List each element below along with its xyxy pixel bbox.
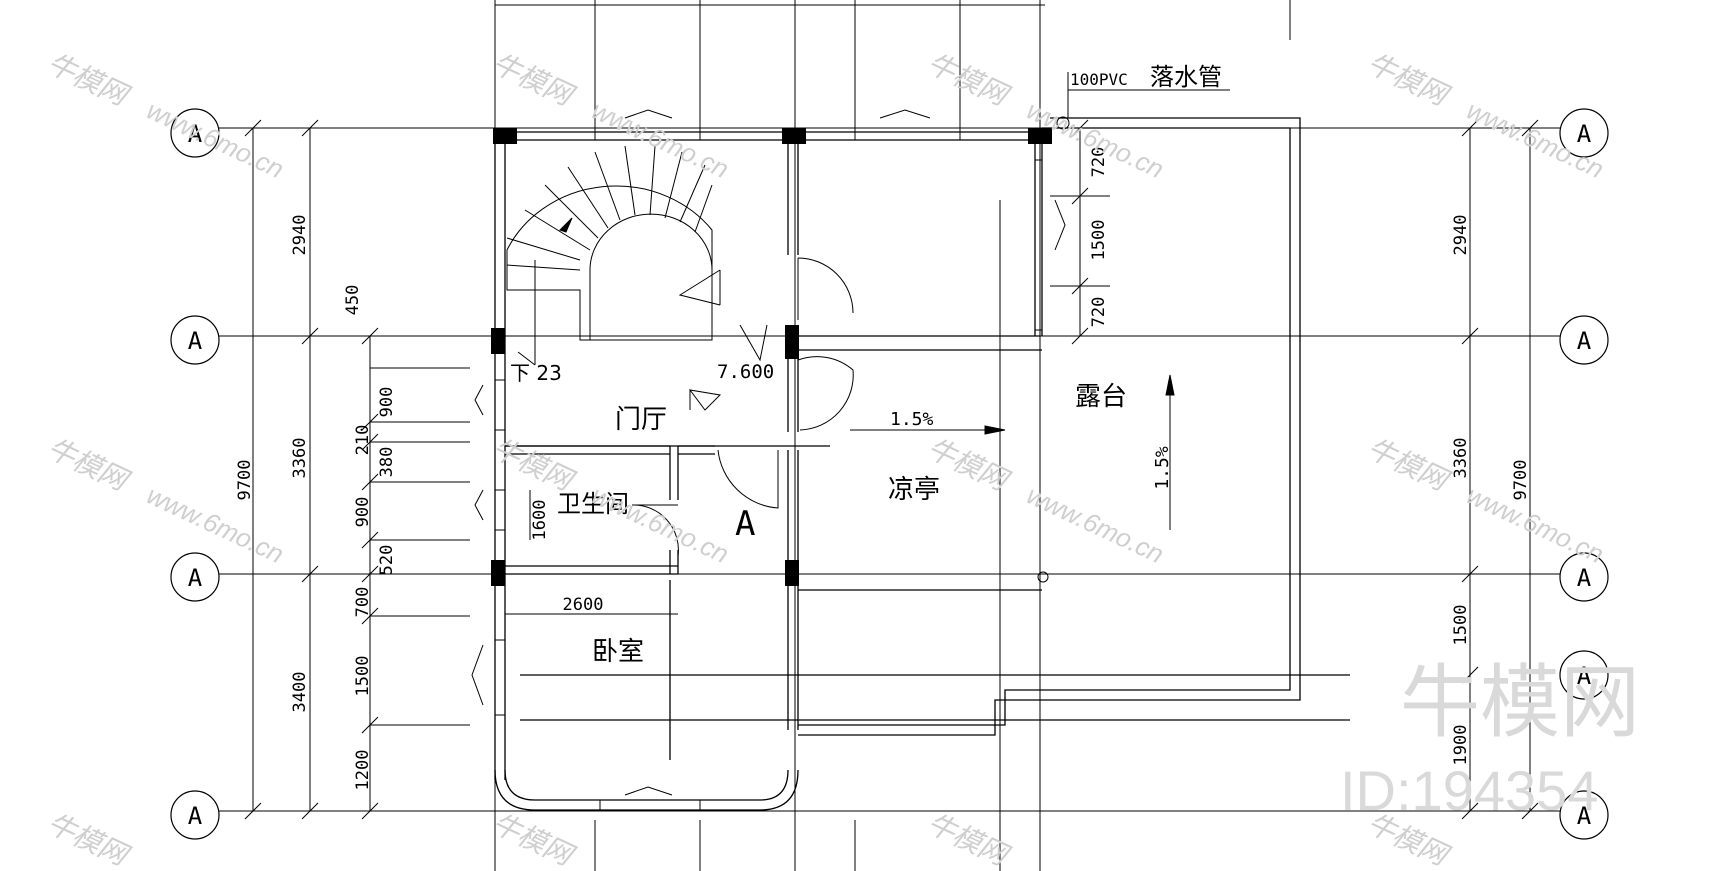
dim-left-inner: 520 [377, 545, 397, 576]
walls [494, 117, 1350, 811]
svg-text:A: A [1577, 120, 1592, 148]
svg-text:牛模网: 牛模网 [1362, 432, 1455, 497]
dim-left-inner: 380 [377, 447, 397, 478]
dim-left-inner: 900 [377, 387, 397, 418]
dim-extra: 450 [343, 285, 363, 316]
pavilion-label: 凉亭 [888, 475, 940, 505]
axis-bubble: A [170, 790, 220, 840]
slope-arrows [688, 324, 1175, 583]
svg-text:www.6mo.cn: www.6mo.cn [1022, 480, 1168, 569]
terrace-label: 露台 [1075, 382, 1127, 412]
dim-left-inner: 1500 [353, 656, 373, 697]
dim-left-inner: 210 [353, 425, 373, 456]
slope-horizontal-label: 1.5% [890, 409, 934, 430]
elevation-label: 7.600 [717, 361, 774, 383]
svg-text:牛模网: 牛模网 [42, 432, 135, 497]
dim-left-segment: 3360 [290, 438, 310, 479]
axis-bubble: A [1559, 790, 1609, 840]
axis-bubble: A [170, 552, 220, 602]
dim-top-window: 720 [1089, 297, 1109, 328]
doors [631, 257, 854, 557]
bathroom-label: 卫生间 [557, 490, 629, 518]
svg-text:A: A [1577, 327, 1592, 355]
svg-text:A: A [188, 802, 203, 830]
svg-text:A: A [1577, 802, 1592, 830]
bedroom-label: 卧室 [592, 637, 644, 667]
axis-bubbles-left: A A A A [170, 108, 220, 840]
svg-text:A: A [1577, 564, 1592, 592]
dim-bedroom-width: 2600 [563, 595, 604, 615]
stair-down-label: 下 23 [510, 361, 562, 385]
columns [491, 128, 1052, 586]
axis-bubble: A [1559, 650, 1609, 700]
dim-right-segment: 3360 [1451, 438, 1471, 479]
axis-bubble: A [1559, 108, 1609, 158]
axis-bubble: A [1559, 552, 1609, 602]
svg-text:牛模网: 牛模网 [922, 807, 1015, 871]
dim-left-segment: 3400 [290, 672, 310, 713]
svg-text:A: A [1577, 662, 1592, 690]
svg-text:牛模网: 牛模网 [42, 47, 135, 112]
svg-text:www.6mo.cn: www.6mo.cn [142, 480, 288, 569]
dimension-lines [244, 4, 1539, 820]
downpipe-size-label: 100PVC [1070, 70, 1128, 89]
svg-text:牛模网: 牛模网 [487, 432, 580, 497]
dim-right-segment: 1500 [1451, 605, 1471, 646]
plan-labels: 100PVC 落水管 下 23 7.600 门厅 卫生间 卧室 凉亭 露台 1.… [510, 63, 1222, 667]
svg-text:牛模网: 牛模网 [487, 47, 580, 112]
svg-text:牛模网: 牛模网 [1400, 658, 1640, 747]
section-mark: A [735, 504, 755, 544]
svg-text:www.6mo.cn: www.6mo.cn [1462, 480, 1608, 569]
svg-text:A: A [188, 120, 203, 148]
svg-text:www.6mo.cn: www.6mo.cn [587, 480, 733, 569]
dim-overall-right: 9700 [1511, 460, 1531, 501]
dim-left-segment: 2940 [290, 215, 310, 256]
dim-overall-left: 9700 [235, 460, 255, 501]
svg-text:牛模网: 牛模网 [922, 47, 1015, 112]
downpipe-label: 落水管 [1150, 63, 1222, 91]
axis-bubbles-right: A A A A A [1559, 108, 1609, 840]
svg-text:A: A [188, 327, 203, 355]
svg-text:牛模网: 牛模网 [42, 807, 135, 871]
downpipe-leader [1056, 72, 1230, 130]
dimension-texts: 9700 2940 3360 3400 450 900 210 380 900 … [235, 147, 1531, 791]
hall-label: 门厅 [615, 405, 667, 435]
svg-text:牛模网: 牛模网 [487, 807, 580, 871]
svg-text:ID:194354: ID:194354 [1340, 759, 1598, 822]
dim-bath-height: 1600 [530, 500, 550, 541]
dim-top-window: 1500 [1089, 220, 1109, 261]
svg-text:www.6mo.cn: www.6mo.cn [142, 95, 288, 184]
window-markers [471, 109, 1066, 796]
windows [494, 127, 1043, 811]
svg-text:A: A [188, 564, 203, 592]
axis-bubble: A [170, 315, 220, 365]
spiral-stair [506, 145, 721, 366]
grid-lines [205, 0, 1560, 871]
dim-left-inner: 1200 [353, 750, 373, 791]
axis-bubble: A [170, 108, 220, 158]
svg-text:牛模网: 牛模网 [1362, 47, 1455, 112]
axis-bubble: A [1559, 315, 1609, 365]
slope-vertical-label: 1.5% [1152, 446, 1173, 490]
dim-left-inner: 700 [353, 587, 373, 618]
dim-right-segment: 2940 [1451, 215, 1471, 256]
brand-watermark: 牛模网 ID:194354 [1340, 658, 1640, 822]
dim-right-segment: 1900 [1451, 725, 1471, 766]
dim-left-inner: 900 [353, 497, 373, 528]
watermarks: 牛模网 www.6mo.cn 牛模网 www.6mo.cn 牛模网 www.6m… [42, 47, 1608, 871]
dim-top-window: 720 [1089, 147, 1109, 178]
